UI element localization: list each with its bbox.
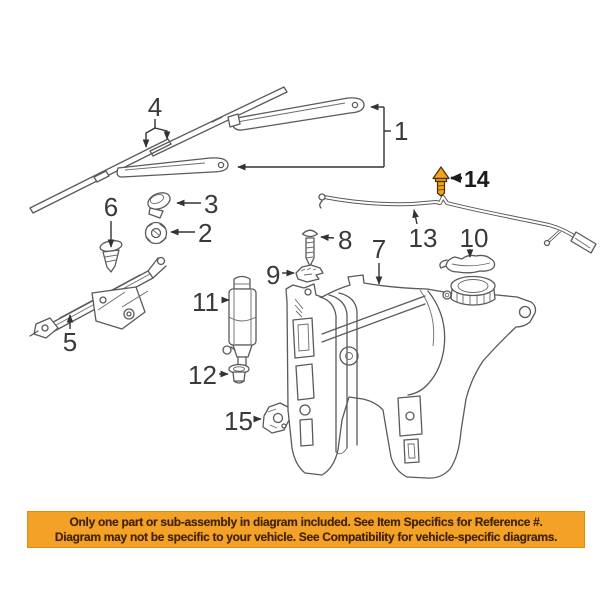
callout-5: 5 — [63, 327, 77, 357]
washer-reservoir-7-drawing — [285, 274, 537, 479]
disclaimer-banner: Only one part or sub-assembly in diagram… — [27, 511, 585, 548]
wiper-linkage-5-drawing — [29, 256, 167, 339]
washer-pump-11-drawing — [222, 275, 257, 375]
callout-12: 12 — [188, 360, 217, 390]
washer-hose-drawing — [318, 193, 597, 254]
callout-4-bracket — [142, 119, 171, 148]
callout-14: 14 — [464, 166, 490, 192]
callout-11: 11 — [192, 287, 219, 317]
bracket-15-drawing — [262, 402, 291, 434]
callout-4: 4 — [148, 92, 162, 122]
callout-3: 3 — [204, 189, 218, 219]
wiper-blade-lower-drawing — [29, 138, 172, 214]
clip-9-drawing — [295, 264, 324, 283]
bolt-8-drawing — [301, 229, 319, 267]
callout-2: 2 — [198, 218, 212, 248]
grommet-12-drawing — [228, 363, 250, 384]
wiper-arm-upper-drawing — [227, 97, 365, 131]
reservoir-cap-10-drawing — [439, 254, 496, 274]
callout-15: 15 — [224, 406, 253, 436]
callout-7: 7 — [372, 234, 386, 264]
callout-9: 9 — [266, 260, 280, 290]
nut-2-drawing — [144, 221, 168, 245]
callout-1-bracket — [237, 103, 391, 171]
callout-1: 1 — [394, 116, 408, 146]
wiper-arm-lower-drawing — [116, 157, 229, 178]
callout-arrows — [66, 173, 474, 423]
callout-10: 10 — [460, 223, 489, 253]
bolt-part-14-highlighted — [432, 166, 450, 197]
callout-6: 6 — [104, 192, 118, 222]
disclaimer-line-1: Only one part or sub-assembly in diagram… — [69, 515, 543, 529]
disclaimer-line-2: Diagram may not be specific to your vehi… — [54, 530, 558, 544]
wiper-blade-upper-drawing — [149, 86, 288, 157]
callout-13: 13 — [409, 223, 438, 253]
callout-8: 8 — [338, 225, 352, 255]
cap-3-drawing — [147, 192, 171, 219]
